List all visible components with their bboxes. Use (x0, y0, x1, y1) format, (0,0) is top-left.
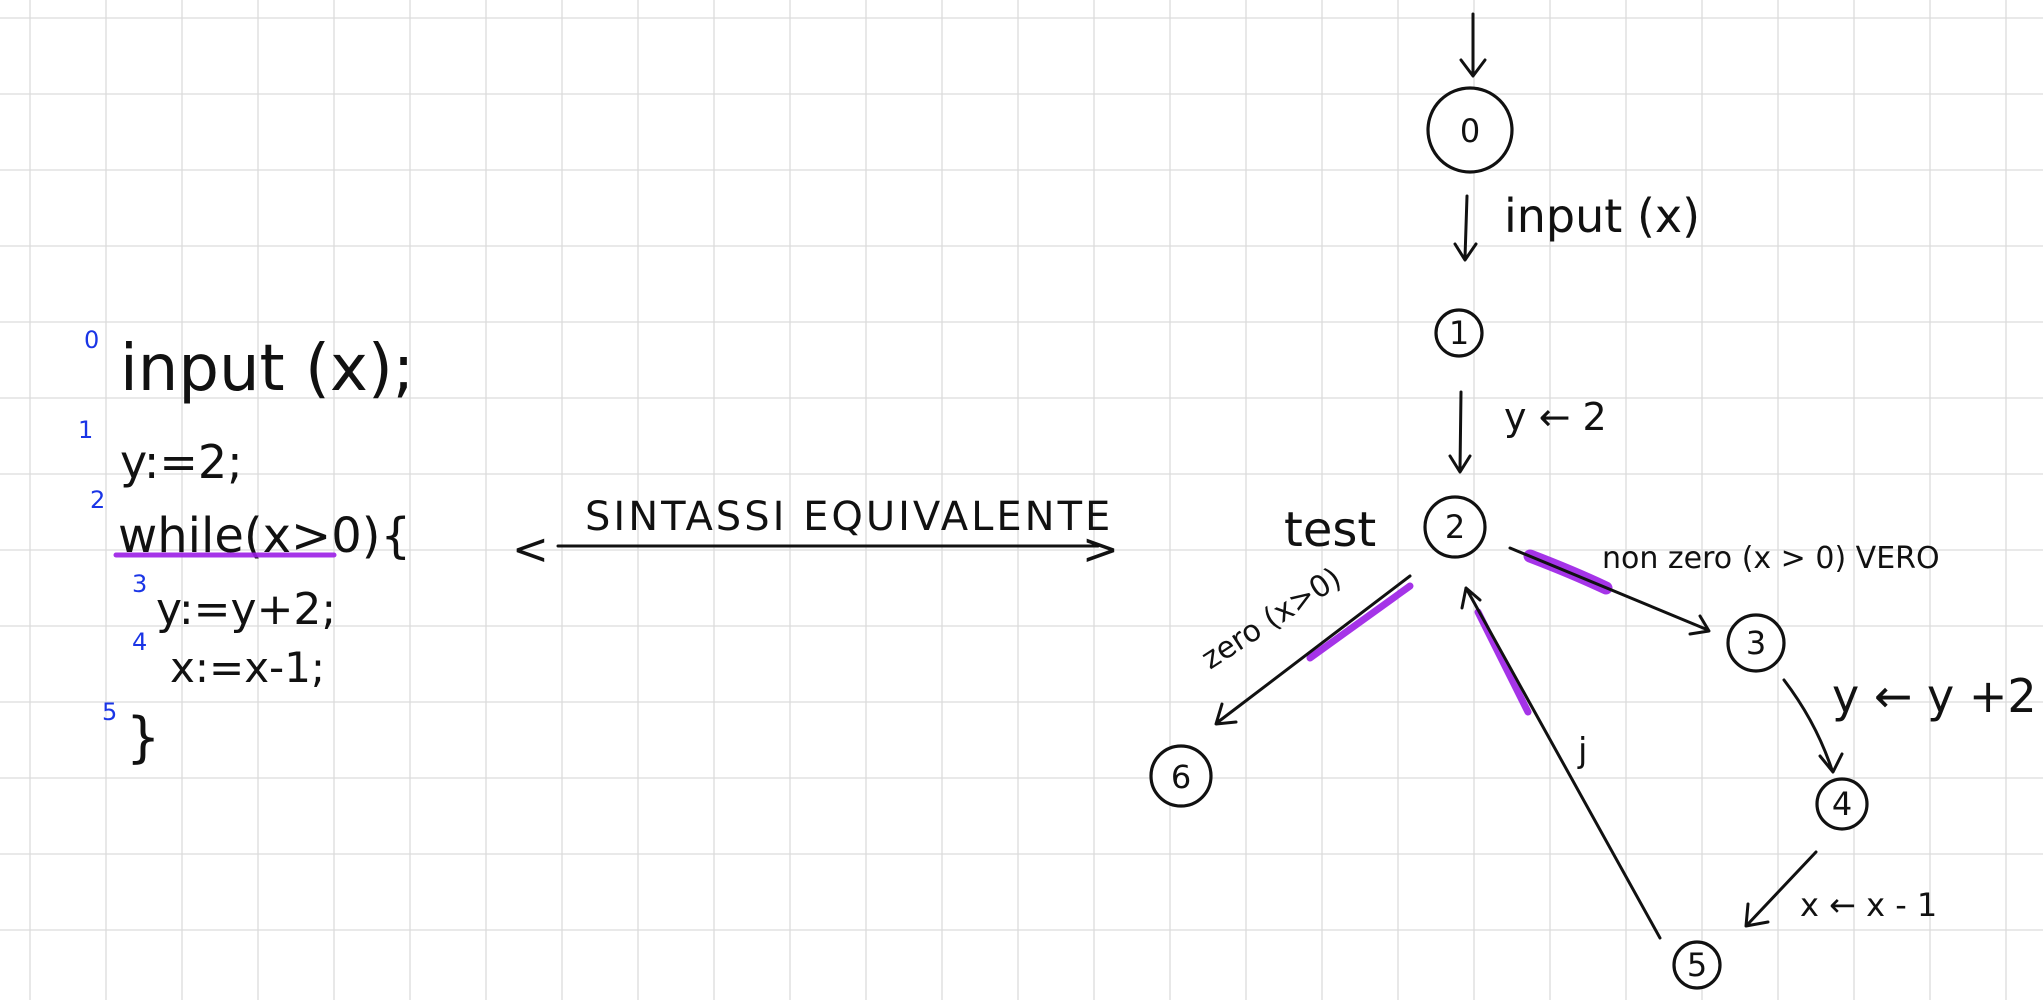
svg-text:3: 3 (1746, 624, 1766, 662)
edge-3-4 (1782, 678, 1844, 774)
control-flow-graph: input (x) y ← 2 test non zero (x > 0) VE… (1149, 12, 2037, 990)
node-3: 3 (1726, 613, 1786, 673)
node-4: 4 (1815, 777, 1869, 831)
line-number-4: 4 (132, 628, 147, 656)
edge-2-3 (1508, 546, 1711, 636)
edge-5-2 (1460, 586, 1662, 940)
code-listing: 0 input (x); 1 y:=2; 2 while(x>0){ 3 y:=… (78, 326, 414, 769)
code-line-1: y:=2; (120, 435, 243, 489)
node-5: 5 (1672, 940, 1722, 990)
edge-2-6-highlight (1306, 582, 1414, 662)
line-number-2: 2 (90, 486, 105, 514)
line-number-1: 1 (78, 416, 93, 444)
edge-5-2-highlight (1474, 608, 1532, 716)
right-angle-symbol: > (1082, 524, 1119, 575)
edge-0-1 (1453, 194, 1478, 262)
left-angle-symbol: < (512, 524, 549, 575)
svg-text:2: 2 (1445, 508, 1465, 546)
svg-text:4: 4 (1832, 785, 1852, 823)
code-line-3: y:=y+2; (156, 584, 336, 635)
edge-2-6 (1214, 574, 1412, 726)
edge-label-x-gets-x-minus-1: x ← x - 1 (1800, 886, 1937, 924)
svg-text:0: 0 (1460, 112, 1480, 150)
svg-text:1: 1 (1449, 314, 1469, 352)
edge-label-y-gets-y-plus-2: y ← y +2 (1832, 669, 2037, 723)
equivalence-label: SINTASSI EQUIVALENTE (585, 494, 1113, 540)
edge-label-y-gets-2: y ← 2 (1504, 395, 1607, 439)
edge-1-2 (1448, 390, 1472, 474)
code-line-0: input (x); (120, 332, 414, 406)
equivalence-arrow: SINTASSI EQUIVALENTE < > (512, 494, 1119, 575)
edge-4-5 (1744, 850, 1818, 928)
node-1: 1 (1434, 308, 1484, 358)
test-label: test (1284, 502, 1376, 558)
line-number-3: 3 (132, 570, 147, 598)
node-2: 2 (1423, 495, 1487, 559)
edge-label-false-branch: zero (x>0) (1195, 561, 1348, 677)
line-number-5: 5 (102, 698, 117, 726)
code-line-4: x:=x-1; (170, 643, 325, 692)
svg-text:6: 6 (1171, 758, 1191, 796)
edge-label-true-branch: non zero (x > 0) VERO (1602, 541, 1940, 576)
line-number-0: 0 (84, 326, 99, 354)
code-line-5: } (126, 706, 160, 769)
edge-label-input: input (x) (1504, 189, 1700, 243)
entry-arrow (1459, 12, 1487, 78)
svg-text:5: 5 (1687, 946, 1707, 984)
edge-label-back: j (1577, 731, 1587, 771)
node-0: 0 (1426, 86, 1514, 174)
node-6: 6 (1149, 744, 1213, 808)
